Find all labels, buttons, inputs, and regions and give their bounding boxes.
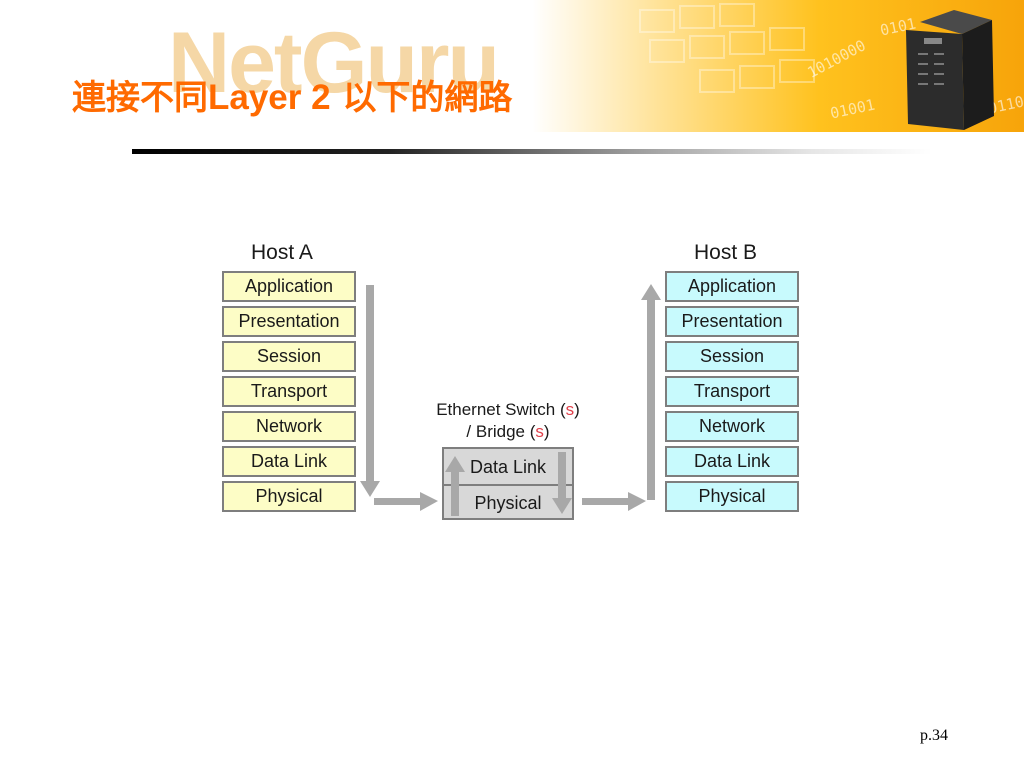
host-a-layer: Network [222, 411, 356, 442]
server-tower-icon [906, 10, 994, 130]
title-divider [132, 149, 932, 154]
host-a-layer: Transport [222, 376, 356, 407]
netguru-watermark: NetGuru [168, 15, 500, 111]
host-a-layer: Application [222, 271, 356, 302]
host-b-layer: Presentation [665, 306, 799, 337]
host-a-label: Host A [251, 241, 313, 264]
header-banner: NetGuru 0101 1010000 0110 01001 連接不同Laye… [0, 0, 1024, 132]
host-b-layer: Network [665, 411, 799, 442]
bridge-caption-s: s [535, 422, 544, 441]
bridge-caption-text: / Bridge ( [466, 422, 536, 441]
page-number: p.34 [920, 727, 948, 744]
host-a-layer: Presentation [222, 306, 356, 337]
title-chinese-prefix: 連接不同 [72, 78, 208, 118]
switch-layer-physical: Physical [474, 493, 542, 513]
switch-caption-text: Ethernet Switch ( [436, 400, 566, 419]
arrow-a-to-switch-icon [374, 492, 438, 511]
slide-title: 連接不同Layer 2 以下的網路 [72, 78, 512, 118]
switch-caption-s: s [565, 400, 575, 419]
host-b-layer: Application [665, 271, 799, 302]
title-chinese-suffix: 以下的網路 [342, 78, 513, 118]
banner-background [0, 0, 1024, 132]
switch-caption-close: ) [574, 400, 580, 419]
host-b-layer: Physical [665, 481, 799, 512]
switch-caption-line2: / Bridge (s) [398, 422, 618, 442]
arrow-switch-to-b-icon [582, 492, 646, 511]
host-b-layer: Session [665, 341, 799, 372]
host-a-layer: Data Link [222, 446, 356, 477]
host-b-label: Host B [694, 241, 758, 264]
host-b-layer: Transport [665, 376, 799, 407]
arrow-host-a-down-icon [360, 285, 380, 497]
host-b-layer: Data Link [665, 446, 799, 477]
host-a-stack: Application Presentation Session Transpo… [222, 271, 356, 516]
host-a-layer: Session [222, 341, 356, 372]
host-a-layer: Physical [222, 481, 356, 512]
title-latin: Layer 2 [208, 78, 331, 117]
bridge-caption-close: ) [543, 422, 550, 441]
switch-stack: Data Link Physical [442, 447, 574, 520]
arrow-host-b-up-icon [641, 284, 661, 500]
switch-layer-divider [444, 484, 572, 486]
switch-layer-data-link: Data Link [469, 457, 547, 477]
switch-caption-line1: Ethernet Switch (s) [398, 400, 618, 420]
host-b-stack: Application Presentation Session Transpo… [665, 271, 799, 516]
